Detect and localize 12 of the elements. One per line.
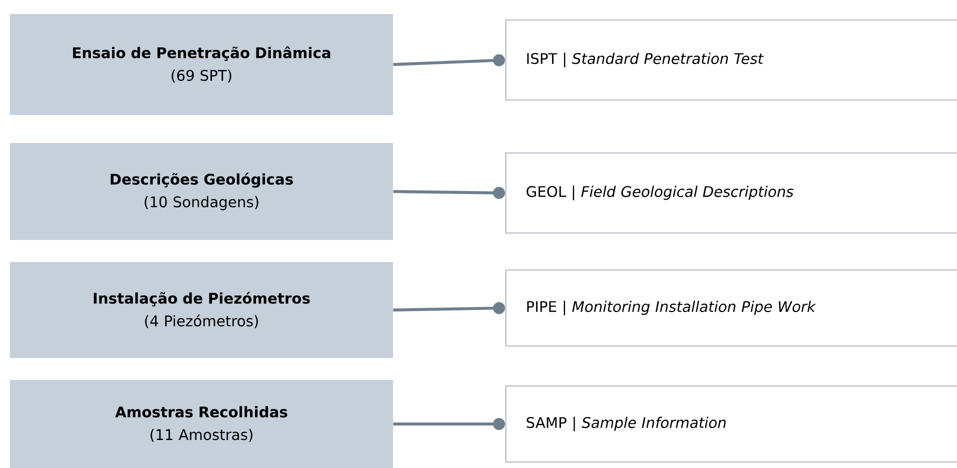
connector-line bbox=[393, 302, 505, 314]
connector-line bbox=[393, 418, 505, 430]
connector-line bbox=[393, 186, 505, 199]
category-box: Ensaio de Penetração Dinâmica (69 SPT) bbox=[10, 14, 393, 115]
code-box: PIPE | Monitoring Installation Pipe Work bbox=[505, 269, 957, 347]
connector-line bbox=[393, 54, 505, 66]
code-box: SAMP | Sample Information bbox=[505, 385, 957, 463]
code-box: ISPT | Standard Penetration Test bbox=[505, 19, 957, 101]
category-box: Amostras Recolhidas (11 Amostras) bbox=[10, 380, 393, 468]
category-box: Descrições Geológicas (10 Sondagens) bbox=[10, 143, 393, 240]
category-box: Instalação de Piezómetros (4 Piezómetros) bbox=[10, 262, 393, 358]
code-box: GEOL | Field Geological Descriptions bbox=[505, 152, 957, 234]
